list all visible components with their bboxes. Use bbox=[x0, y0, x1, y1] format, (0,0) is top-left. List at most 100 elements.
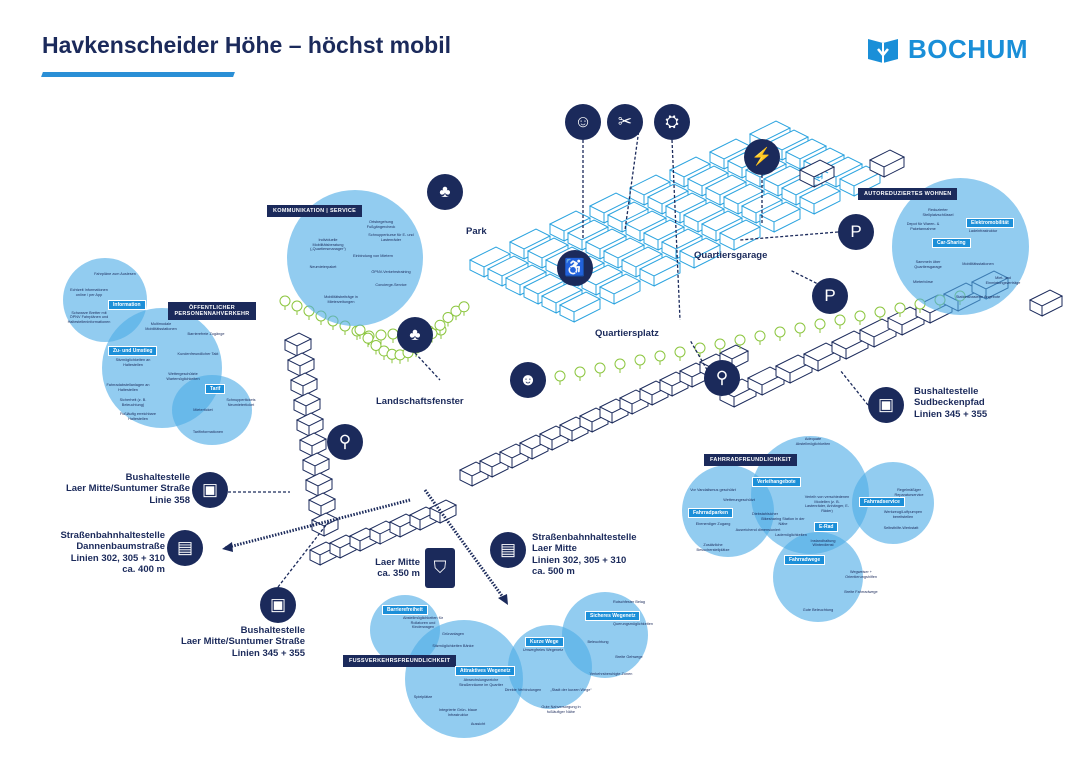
bubble-item: Ladeinfrastruktur bbox=[968, 228, 998, 233]
tag-tarif: Tarif bbox=[205, 384, 226, 394]
building bbox=[868, 149, 906, 178]
bubble-item: Regelmäßiger Reparaturservice bbox=[894, 488, 924, 497]
tree-icon bbox=[354, 324, 366, 336]
bubble-item: Mieterticket bbox=[193, 408, 213, 412]
bubble-item: Mieterbörse bbox=[912, 280, 934, 284]
tree-icon bbox=[874, 306, 886, 318]
stop-distance: ca. 500 m bbox=[532, 566, 575, 578]
bubble-item: Fußläufig erreichbare Haltestellen bbox=[119, 412, 157, 421]
bubble-item: Fahrradabstellanlagen an Haltestellen bbox=[106, 383, 150, 392]
bubble-item: Lademöglichkeiten bbox=[775, 533, 807, 538]
dashed-connector bbox=[739, 231, 839, 241]
stop-name: Laer Mitte/Suntumer Straße bbox=[180, 636, 305, 648]
tree-icon bbox=[714, 338, 726, 350]
stop-type: Straßenbahnhaltestelle bbox=[60, 530, 165, 541]
tree-icon bbox=[814, 318, 826, 330]
bubble-item: Rutschfester Belag bbox=[612, 600, 646, 604]
tag-fahrradparken: Fahrradparken bbox=[688, 508, 734, 518]
bubble-item: Individuelle Mobilitätsberatung („Quarti… bbox=[310, 238, 346, 252]
bubble-item: Einbindung von Mietern bbox=[353, 254, 393, 258]
bubble-item: Bikesharing Station in der Nähe bbox=[761, 517, 805, 526]
building bbox=[292, 392, 322, 417]
bubble-item: Tarifinformationen bbox=[192, 430, 224, 434]
building bbox=[704, 174, 748, 206]
user-service-icon: ☺ bbox=[565, 104, 601, 140]
bubble-item: Adequate Abstellmöglichkeiten bbox=[795, 437, 831, 446]
bubble-item: Diebstahlsicher bbox=[752, 512, 778, 516]
building bbox=[784, 138, 828, 170]
shopping-icon: ⛉ bbox=[425, 548, 455, 588]
park-tree-icon: ♣ bbox=[427, 174, 463, 210]
arrow-head bbox=[222, 542, 233, 552]
bubble-item: „Stadt der kurzen Wege“ bbox=[550, 688, 592, 692]
tag-kurze-wege: Kurze Wege bbox=[525, 637, 564, 647]
tree-icon bbox=[375, 329, 387, 341]
car-garage-icon: P bbox=[812, 278, 848, 314]
distance-arrow bbox=[224, 498, 411, 550]
building bbox=[558, 291, 602, 323]
bubble-sicheres bbox=[562, 592, 648, 678]
bubble-item: Vor Vandalismus geschützt bbox=[690, 488, 736, 492]
bubble-item: Breite Gehwege bbox=[615, 655, 643, 659]
building bbox=[798, 183, 842, 215]
bike-parking-icon: ⚲ bbox=[704, 360, 740, 396]
building bbox=[718, 219, 762, 251]
stop-lines: Linien 345 + 355 bbox=[231, 647, 305, 659]
header-kommunikation: KOMMUNIKATION | SERVICE bbox=[267, 205, 363, 217]
bubble-item: Depot für Waren- & Paketannahme bbox=[906, 222, 940, 231]
stop-distance: ca. 350 m bbox=[377, 568, 420, 580]
tree-icon bbox=[291, 300, 303, 312]
tree-icon bbox=[362, 332, 374, 344]
stop-lines: Linien 302, 305 + 310 bbox=[70, 552, 165, 564]
bubble-item: Direkte Verbindungen bbox=[504, 687, 542, 692]
bubble-item: ÖPNV-Verkehrstraining bbox=[371, 270, 411, 274]
bubble-item: Schwarze Bretter mit ÖPNV Fahrplänen und… bbox=[67, 310, 111, 324]
tree-icon bbox=[754, 330, 766, 342]
bubble-item: Beleuchtung bbox=[587, 640, 609, 644]
bubble-item: Abstellmöglichkeiten für Rollatoren und … bbox=[402, 616, 444, 630]
tag-elektromobilitaet: Elektromobilität bbox=[966, 218, 1014, 228]
tree-icon bbox=[279, 295, 291, 307]
tag-e-rad: E-Rad bbox=[814, 522, 839, 532]
bubble-item: Wegweiser + Orientierungshilfen bbox=[845, 570, 877, 579]
tree-icon bbox=[774, 326, 786, 338]
bubble-item: Mobilitätsstationen bbox=[962, 262, 994, 266]
logo-text: BOCHUM bbox=[908, 34, 1028, 64]
bubble-item: Schnupperkurse für E- und Lastenräder bbox=[368, 233, 414, 242]
tram-icon: ▤ bbox=[490, 532, 526, 568]
bubble-item: Gute Beleuchtung bbox=[802, 608, 834, 612]
tree-icon bbox=[794, 322, 806, 334]
dashed-connector bbox=[839, 369, 869, 406]
building bbox=[1028, 289, 1064, 317]
tag-fahrradwege: Fahrradwege bbox=[784, 555, 826, 565]
tree-icon bbox=[674, 346, 686, 358]
bubble-item: Schnuppertickets Neumieterticket bbox=[226, 398, 256, 407]
stop-name: Dannenbaumstraße bbox=[76, 541, 165, 553]
bubble-item: Werkzeug/Luftpumpen bereitstellen bbox=[883, 510, 923, 519]
bubble-attraktiv bbox=[405, 620, 523, 738]
bubble-item: Ausreichend dimensioniert bbox=[735, 528, 781, 532]
building bbox=[295, 412, 325, 437]
bubble-item: Spielplätze bbox=[413, 695, 433, 699]
stop-name: Laer Mitte bbox=[375, 557, 420, 568]
tree-icon bbox=[854, 310, 866, 322]
tag-barrierefreiheit: Barrierefreiheit bbox=[382, 605, 428, 615]
car-sharing-icon: ⛭ bbox=[654, 104, 690, 140]
building bbox=[289, 372, 319, 397]
bike-station-icon: ⚲ bbox=[327, 424, 363, 460]
tree-icon bbox=[554, 370, 566, 382]
tree-icon bbox=[654, 350, 666, 362]
bubble-item: Concierge-Service bbox=[375, 283, 407, 287]
dashed-connector bbox=[671, 139, 681, 321]
building bbox=[678, 237, 722, 269]
tag-zu-umstieg: Zu- und Umstieg bbox=[108, 346, 158, 356]
stop-type: Straßenbahnhaltestelle bbox=[532, 532, 637, 543]
book-logo-icon bbox=[868, 38, 898, 63]
tree-icon bbox=[594, 362, 606, 374]
label-park: Park bbox=[466, 226, 487, 237]
tree-icon bbox=[834, 314, 846, 326]
label-landschaftsfenster: Landschaftsfenster bbox=[376, 396, 464, 407]
tree-icon bbox=[894, 302, 906, 314]
